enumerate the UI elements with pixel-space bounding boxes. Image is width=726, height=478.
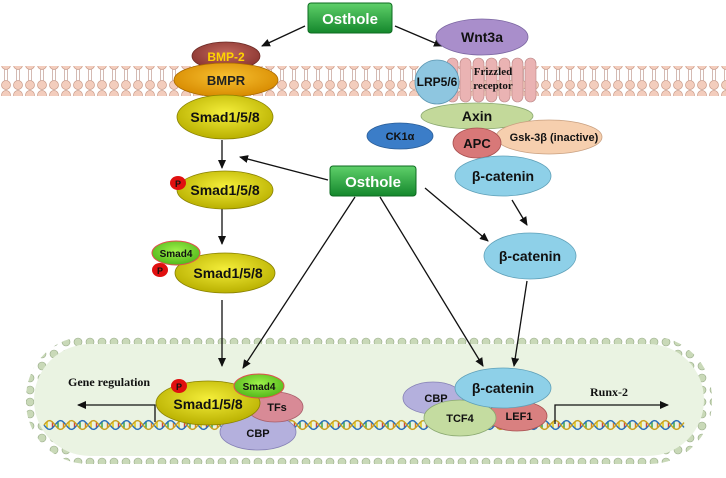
wnt3a-label: Wnt3a xyxy=(461,29,503,45)
lrp-label: LRP5/6 xyxy=(417,75,458,89)
dna-backbone-b xyxy=(43,419,685,431)
nucleus xyxy=(26,336,712,464)
nuclear-bcat-complex: CBP LEF1 TCF4 β-catenin xyxy=(402,367,552,437)
nuclear-cbp-left-label: CBP xyxy=(246,428,269,440)
tfs-label: TFs xyxy=(267,402,287,414)
gsk-label: Gsk-3β (inactive) xyxy=(510,132,599,144)
phospho-mark-2: P xyxy=(157,266,163,276)
phospho-smad-group: Smad1/5/8 P xyxy=(170,170,274,210)
wnt-receptor-group: Wnt3a Frizzled receptor LRP5/6 Axin CK1α… xyxy=(366,18,603,197)
nuclear-bcat-label: β-catenin xyxy=(472,380,534,396)
arrow-osthole-to-bmpr xyxy=(261,25,306,47)
arrow-osthole-to-wnt3a xyxy=(394,25,443,47)
smad-membrane-label: Smad1/5/8 xyxy=(190,109,259,125)
frizzled-receptor: Frizzled receptor xyxy=(446,57,537,103)
osthole-top-label: Osthole xyxy=(322,11,378,28)
frizzled-label-2: receptor xyxy=(473,80,513,92)
osthole-mid-label: Osthole xyxy=(345,174,401,191)
gene-regulation-label: Gene regulation xyxy=(68,375,150,389)
smad4-label: Smad4 xyxy=(160,249,193,260)
frizzled-label-1: Frizzled xyxy=(474,66,512,78)
apc-label: APC xyxy=(463,136,491,151)
tcf4-label: TCF4 xyxy=(446,413,474,425)
bmp-receptor-group: BMP-2 BMPR Smad1/5/8 xyxy=(173,41,279,140)
arrow-gene-regulation xyxy=(77,401,156,422)
arrow-osthole-to-nuclear-bcat xyxy=(379,196,484,367)
cell-membrane xyxy=(0,66,726,96)
bmpr-label: BMPR xyxy=(207,73,246,88)
bcat-complex-label: β-catenin xyxy=(472,168,534,184)
arrows xyxy=(77,25,669,424)
osthole-mid-box: Osthole xyxy=(329,165,417,197)
dna-backbone-a xyxy=(43,419,685,431)
nuclear-smad4-label: Smad4 xyxy=(243,382,276,393)
arrow-bcat-release xyxy=(511,199,528,226)
bcat-free-group: β-catenin xyxy=(483,232,577,280)
nuclear-phospho-mark: P xyxy=(176,382,182,392)
osthole-top-box: Osthole xyxy=(307,2,393,34)
arrow-runx2 xyxy=(554,401,669,424)
ck1-label: CK1α xyxy=(386,131,415,143)
arrow-osthole-to-free-bcat xyxy=(424,187,489,242)
bmp2-label: BMP-2 xyxy=(207,50,245,64)
runx2-label: Runx-2 xyxy=(590,385,628,399)
arrow-bcat-to-nucleus xyxy=(511,280,528,367)
arrow-osthole-to-nuclear-smad xyxy=(242,196,356,369)
nuclear-smad-complex: CBP TFs Smad1/5/8 Smad4 P xyxy=(155,373,304,451)
arrow-osthole-mid-to-phospho xyxy=(239,155,329,181)
phospho-mark-1: P xyxy=(175,179,181,189)
bcat-free-label: β-catenin xyxy=(499,248,561,264)
smad-complex-group: Smad1/5/8 Smad4 P xyxy=(151,240,276,294)
smad-phospho-label: Smad1/5/8 xyxy=(190,182,259,198)
smad-complex-label: Smad1/5/8 xyxy=(193,265,262,281)
nuclear-smad-label: Smad1/5/8 xyxy=(173,396,242,412)
lef1-label: LEF1 xyxy=(506,411,533,423)
axin-label: Axin xyxy=(462,108,492,124)
